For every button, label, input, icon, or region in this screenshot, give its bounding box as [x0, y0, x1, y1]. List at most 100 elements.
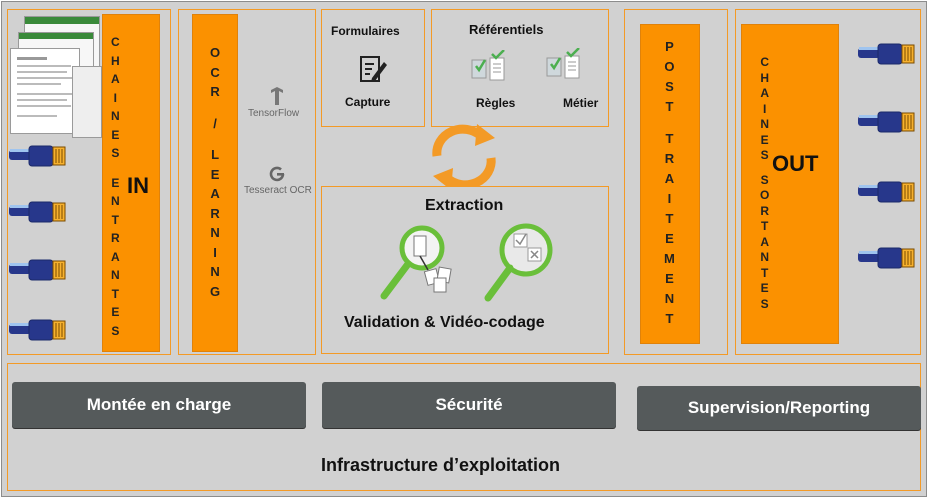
vertical-letter: T [111, 286, 119, 301]
vertical-letter: R [210, 205, 220, 221]
refresh-cycle-icon [432, 124, 496, 190]
validation-label: Validation & Vidéo-codage [344, 314, 545, 331]
securite-button: Sécurité [322, 382, 616, 428]
tensorflow-icon [271, 87, 283, 105]
supervision-reporting-button: Supervision/Reporting [637, 386, 921, 430]
vertical-letter: R [111, 231, 120, 245]
vertical-letter: A [111, 249, 120, 264]
vertical-letter: R [760, 203, 769, 218]
extraction-panel [321, 186, 609, 354]
vertical-letter: A [664, 171, 675, 186]
vertical-letter: N [210, 225, 220, 240]
output-connector-icon [858, 181, 915, 203]
vertical-letter: T [761, 265, 769, 280]
output-connector-icon [858, 111, 915, 133]
vertical-letter: T [761, 219, 769, 233]
vertical-letter: E [111, 127, 120, 142]
vertical-letter: P [665, 39, 674, 54]
document-thumbnails [10, 16, 102, 138]
vertical-letter: T [665, 131, 674, 146]
vertical-letter: H [111, 53, 120, 68]
vertical-letter: S [111, 323, 120, 338]
output-connector-icon [858, 43, 915, 65]
vertical-letter: M [664, 251, 675, 266]
vertical-letter [114, 163, 117, 174]
vertical-letter: T [665, 311, 674, 326]
vertical-letter: S [665, 79, 674, 94]
extraction-title: Extraction [425, 197, 504, 214]
vertical-letter: E [665, 271, 674, 286]
input-connector-icon [9, 319, 66, 341]
vertical-letter: E [760, 281, 769, 295]
vertical-letter: H [760, 70, 769, 85]
vertical-letter: A [111, 72, 120, 86]
vertical-letter: N [760, 117, 769, 131]
business-checklist-icon [546, 48, 580, 79]
vertical-letter: N [210, 264, 220, 279]
formulaires-title: Formulaires [331, 24, 400, 38]
vertical-letter: E [210, 166, 220, 182]
vertical-letter: I [667, 191, 672, 206]
infrastructure-title: Infrastructure d’exploitation [321, 455, 561, 475]
output-connector-icon [858, 247, 915, 269]
in-label: IN [127, 173, 149, 198]
vertical-letter: A [760, 234, 769, 249]
vertical-letter: N [760, 250, 769, 264]
tensorflow-label: TensorFlow [248, 108, 300, 119]
vertical-letter: A [760, 86, 769, 100]
form-edit-icon [360, 56, 387, 82]
vertical-letter: O [760, 188, 770, 202]
vertical-letter: N [111, 109, 120, 123]
magnifier-check-icon [484, 223, 553, 302]
input-connector-icon [9, 259, 66, 281]
vertical-letter: A [210, 186, 220, 201]
tesseract-label: Tesseract OCR [244, 185, 312, 196]
vertical-letter: T [665, 99, 674, 114]
vertical-letter: I [113, 90, 117, 105]
vertical-letter: I [213, 244, 217, 260]
vertical-letter: C [760, 55, 769, 69]
vertical-letter: E [760, 132, 769, 147]
vertical-letter: S [760, 296, 769, 311]
metier-label: Métier [563, 96, 599, 110]
vertical-letter [213, 133, 217, 145]
vertical-letter: N [111, 194, 120, 208]
vertical-letter: S [760, 148, 769, 162]
formulaires-panel [321, 9, 425, 127]
vertical-letter [213, 102, 217, 114]
vertical-letter: N [111, 268, 120, 282]
input-connector-icon [9, 201, 66, 223]
vertical-letter: R [210, 84, 220, 99]
vertical-letter: R [664, 151, 675, 166]
montee-en-charge-button: Montée en charge [12, 382, 306, 428]
out-label: OUT [772, 151, 819, 176]
capture-label: Capture [345, 95, 391, 109]
vertical-letter [763, 164, 766, 173]
vertical-letter: S [760, 172, 769, 187]
rules-checklist-icon [471, 50, 505, 81]
vertical-letter: E [111, 305, 120, 319]
vertical-letter: N [664, 291, 675, 306]
vertical-letter: O [664, 59, 675, 74]
referentiels-title: Référentiels [469, 22, 544, 37]
vertical-letter: E [665, 231, 674, 246]
vertical-letter: T [111, 212, 119, 227]
vertical-letter: L [211, 147, 220, 162]
input-connector-icon [9, 145, 66, 167]
regles-label: Règles [476, 96, 516, 110]
vertical-letter [668, 117, 672, 129]
google-icon [269, 166, 285, 182]
vertical-letter: C [111, 35, 120, 49]
vertical-letter: E [111, 175, 120, 190]
vertical-letter: T [665, 211, 674, 226]
vertical-letter: S [111, 146, 120, 160]
